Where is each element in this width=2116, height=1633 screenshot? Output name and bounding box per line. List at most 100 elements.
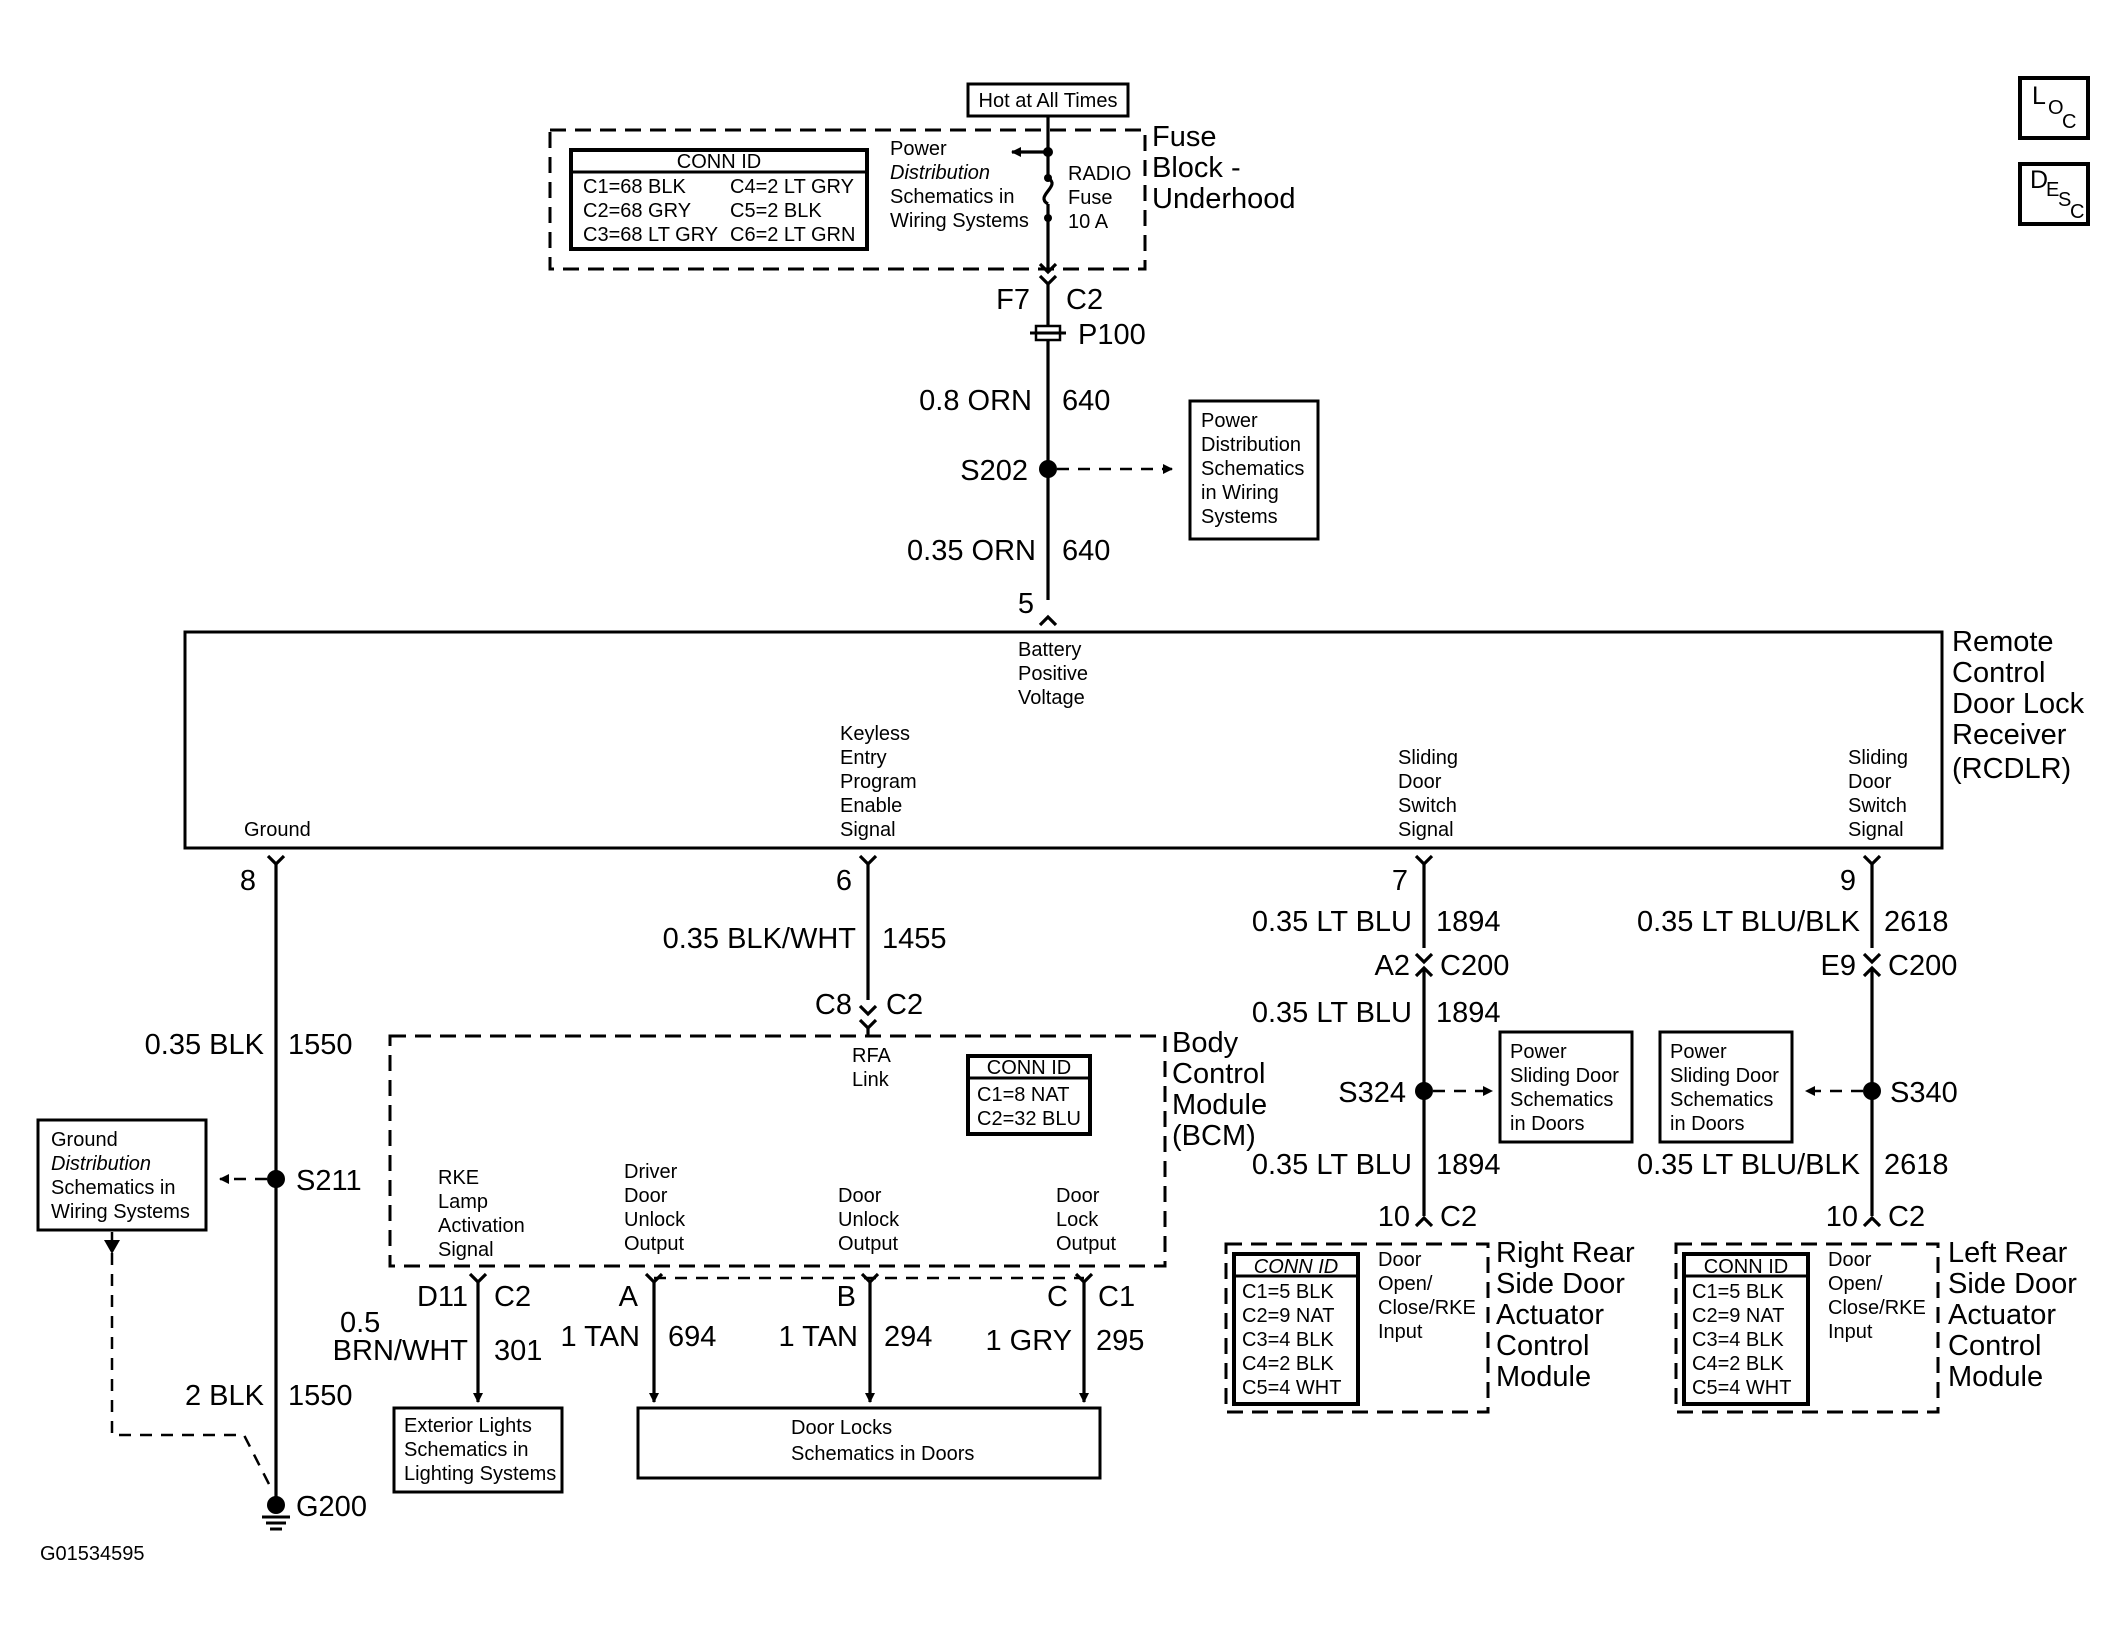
svg-text:C1=68 BLK: C1=68 BLK xyxy=(583,176,687,198)
svg-text:0.35 BLK: 0.35 BLK xyxy=(145,1029,265,1061)
svg-text:Switch: Switch xyxy=(1848,795,1907,817)
svg-text:Lighting Systems: Lighting Systems xyxy=(404,1463,556,1485)
svg-text:Distribution: Distribution xyxy=(1201,434,1301,456)
svg-text:Sliding Door: Sliding Door xyxy=(1510,1065,1619,1087)
svg-text:Door Locks: Door Locks xyxy=(791,1417,892,1439)
svg-text:Side Door: Side Door xyxy=(1948,1268,2077,1300)
svg-text:Schematics in: Schematics in xyxy=(404,1439,529,1461)
svg-text:C5=2 BLK: C5=2 BLK xyxy=(730,200,822,222)
svg-text:Actuator: Actuator xyxy=(1496,1299,1604,1331)
svg-text:in Doors: in Doors xyxy=(1510,1113,1584,1135)
svg-text:0.35 LT BLU/BLK: 0.35 LT BLU/BLK xyxy=(1637,1149,1861,1181)
svg-text:Output: Output xyxy=(1056,1233,1116,1255)
svg-text:C5=4 WHT: C5=4 WHT xyxy=(1692,1377,1791,1399)
svg-text:(RCDLR): (RCDLR) xyxy=(1952,753,2071,785)
svg-text:694: 694 xyxy=(668,1321,716,1353)
description-icon[interactable]: D E S C xyxy=(2018,162,2090,226)
svg-text:Door: Door xyxy=(1056,1185,1100,1207)
svg-text:CONN ID: CONN ID xyxy=(1254,1256,1338,1278)
svg-text:Side Door: Side Door xyxy=(1496,1268,1625,1300)
svg-text:C2: C2 xyxy=(1440,1201,1477,1233)
svg-text:6: 6 xyxy=(836,865,852,897)
svg-text:Lock: Lock xyxy=(1056,1209,1099,1231)
svg-text:Distribution: Distribution xyxy=(51,1153,151,1175)
svg-text:7: 7 xyxy=(1392,865,1408,897)
svg-text:1 GRY: 1 GRY xyxy=(985,1325,1072,1357)
svg-text:Output: Output xyxy=(624,1233,684,1255)
svg-text:C2: C2 xyxy=(1888,1201,1925,1233)
sliding-door-switch-label-2: Sliding Door Switch Signal xyxy=(1848,747,1908,841)
svg-text:0.35 LT BLU: 0.35 LT BLU xyxy=(1252,906,1412,938)
door-unlock-circuit-294: B 1 TAN 294 xyxy=(778,1272,932,1403)
bcm-title: Body Control Module (BCM) xyxy=(1172,1027,1267,1152)
svg-text:Schematics in: Schematics in xyxy=(51,1177,176,1199)
exterior-lights-reference: Exterior Lights Schematics in Lighting S… xyxy=(392,1406,564,1494)
svg-text:Fuse: Fuse xyxy=(1068,187,1112,209)
svg-text:Block -: Block - xyxy=(1152,152,1241,184)
sliding-door-switch-label-1: Sliding Door Switch Signal xyxy=(1398,747,1458,841)
svg-text:Door: Door xyxy=(1378,1249,1422,1271)
rke-circuit-301: D11 C2 0.5 BRN/WHT 301 xyxy=(333,1272,542,1403)
rke-lamp-label: RKE Lamp Activation Signal xyxy=(438,1167,525,1261)
svg-text:Driver: Driver xyxy=(624,1161,678,1183)
door-locks-reference: Door Locks Schematics in Doors xyxy=(636,1406,1102,1480)
svg-text:Schematics in: Schematics in xyxy=(890,186,1015,208)
svg-text:C2: C2 xyxy=(886,989,923,1021)
svg-text:Control: Control xyxy=(1948,1330,2042,1362)
svg-text:2 BLK: 2 BLK xyxy=(185,1380,265,1412)
svg-text:O: O xyxy=(2048,97,2064,119)
svg-text:Schematics: Schematics xyxy=(1510,1089,1613,1111)
svg-text:C4=2 LT GRY: C4=2 LT GRY xyxy=(730,176,854,198)
svg-text:Enable: Enable xyxy=(840,795,902,817)
svg-text:1455: 1455 xyxy=(882,923,947,955)
svg-text:1550: 1550 xyxy=(288,1380,353,1412)
svg-text:Entry: Entry xyxy=(840,747,887,769)
svg-text:1 TAN: 1 TAN xyxy=(778,1321,858,1353)
svg-text:Door: Door xyxy=(838,1185,882,1207)
feed-circuit-640: F7 C2 P100 0.8 ORN 640 S202 Power Distri… xyxy=(907,262,1320,627)
p100-connector: P100 xyxy=(1030,319,1146,351)
svg-text:2618: 2618 xyxy=(1884,906,1949,938)
location-icon[interactable]: L O C xyxy=(2018,76,2090,140)
svg-text:BRN/WHT: BRN/WHT xyxy=(333,1335,469,1367)
svg-text:1550: 1550 xyxy=(288,1029,353,1061)
keyless-entry-label: Keyless Entry Program Enable Signal xyxy=(840,723,917,841)
svg-text:F7: F7 xyxy=(996,284,1030,316)
svg-text:2618: 2618 xyxy=(1884,1149,1949,1181)
svg-text:Wiring Systems: Wiring Systems xyxy=(890,210,1029,232)
svg-text:Keyless: Keyless xyxy=(840,723,910,745)
ground-distribution-reference: Ground Distribution Schematics in Wiring… xyxy=(36,1118,208,1232)
s324-splice: S324 xyxy=(1338,1077,1493,1109)
svg-text:Body: Body xyxy=(1172,1027,1239,1059)
svg-text:D11: D11 xyxy=(417,1281,468,1313)
left-power-sliding-door-reference: Power Sliding Door Schematics in Doors xyxy=(1658,1030,1794,1144)
svg-text:C1: C1 xyxy=(1098,1281,1135,1313)
svg-text:Power: Power xyxy=(890,138,947,160)
driver-door-unlock-label: Driver Door Unlock Output xyxy=(624,1161,686,1255)
svg-text:CONN ID: CONN ID xyxy=(677,151,761,173)
svg-text:C1=5 BLK: C1=5 BLK xyxy=(1692,1281,1784,1303)
svg-text:1894: 1894 xyxy=(1436,906,1501,938)
svg-text:C3=4 BLK: C3=4 BLK xyxy=(1692,1329,1784,1351)
svg-text:640: 640 xyxy=(1062,535,1110,567)
door-lock-circuit-295: C C1 1 GRY 295 xyxy=(985,1272,1144,1403)
radio-fuse-label: RADIO Fuse 10 A xyxy=(1068,163,1131,233)
svg-text:Distribution: Distribution xyxy=(890,162,990,184)
svg-text:Battery: Battery xyxy=(1018,639,1081,661)
svg-text:C2=9 NAT: C2=9 NAT xyxy=(1242,1305,1334,1327)
left-rear-actuator-module: CONN ID C1=5 BLK C2=9 NAT C3=4 BLK C4=2 … xyxy=(1674,1237,2077,1414)
battery-positive-voltage-label: Battery Positive Voltage xyxy=(1018,639,1088,709)
svg-text:Control: Control xyxy=(1172,1058,1266,1090)
svg-text:Right Rear: Right Rear xyxy=(1496,1237,1635,1269)
svg-text:B: B xyxy=(837,1281,856,1313)
svg-text:Module: Module xyxy=(1496,1361,1591,1393)
svg-text:C2: C2 xyxy=(494,1281,531,1313)
svg-text:Ground: Ground xyxy=(51,1129,118,1151)
fuse-block-title: Fuse Block - Underhood xyxy=(1152,121,1296,215)
body-control-module: Body Control Module (BCM) RFA Link CONN … xyxy=(388,1027,1267,1268)
right-module-conn-id-table: CONN ID C1=5 BLK C2=9 NAT C3=4 BLK C4=2 … xyxy=(1232,1252,1360,1406)
svg-text:10 A: 10 A xyxy=(1068,211,1109,233)
svg-text:Remote: Remote xyxy=(1952,626,2054,658)
svg-text:Wiring Systems: Wiring Systems xyxy=(51,1201,190,1223)
svg-text:Sliding Door: Sliding Door xyxy=(1670,1065,1779,1087)
